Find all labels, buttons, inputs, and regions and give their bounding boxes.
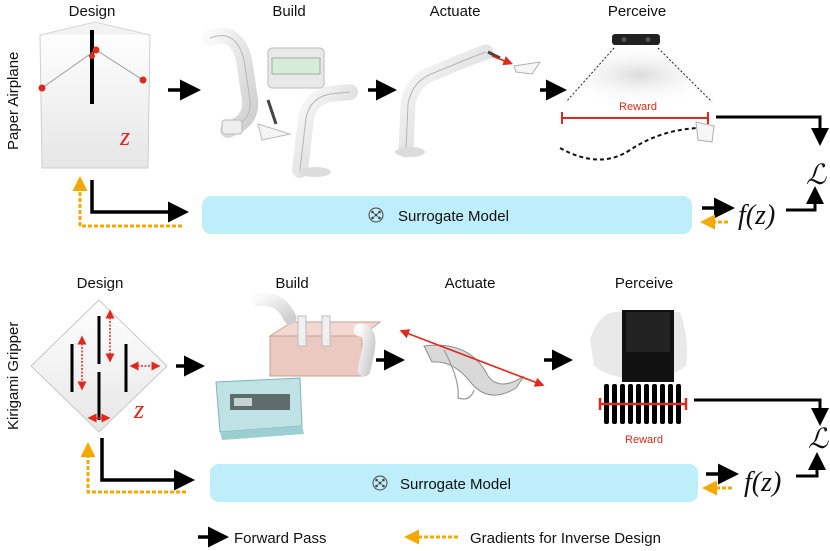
legend: Forward Pass Gradients for Inverse Desig…: [198, 526, 661, 548]
surrogate-model-label: Surrogate Model: [398, 208, 509, 225]
loss-symbol: ℒ: [806, 160, 827, 191]
stage-title-build: Build: [272, 3, 305, 20]
neural-network-icon: [368, 207, 384, 223]
actuate-kirigami-illustration: [399, 329, 545, 400]
loss-symbol: ℒ: [808, 424, 829, 455]
reward-label: Reward: [619, 101, 657, 113]
kirigami-design-sheet: [30, 299, 168, 433]
stage-title-design: Design: [77, 275, 124, 292]
gradient-arrow: [72, 176, 182, 228]
stage-title-design: Design: [69, 3, 116, 20]
reward-label: Reward: [625, 434, 663, 446]
surrogate-output-f-of-z: f(z): [744, 467, 781, 498]
stage-title-perceive: Perceive: [608, 3, 666, 20]
build-cutter-robot-illustration: [215, 292, 382, 440]
forward-arrow: [100, 438, 195, 491]
surrogate-model-label: Surrogate Model: [400, 476, 511, 493]
surrogate-model-box: Surrogate Model: [210, 464, 698, 502]
row-label-paper-airplane: Paper Airplane: [5, 52, 22, 150]
perceive-gripper-image: [590, 310, 688, 424]
forward-arrow: [90, 180, 189, 223]
surrogate-output-f-of-z: f(z): [738, 200, 775, 231]
forward-arrow: [796, 452, 826, 478]
gradient-arrow: [80, 442, 186, 494]
design-variable-z: z: [133, 395, 144, 424]
row-label-kirigami-gripper: Kirigami Gripper: [5, 322, 22, 430]
surrogate-model-box: Surrogate Model: [202, 196, 692, 234]
legend-forward-label: Forward Pass: [234, 530, 327, 547]
build-robots-illustration: [202, 27, 358, 178]
design-variable-z: z: [119, 122, 130, 151]
forward-arrow: [786, 186, 824, 212]
actuate-robot-illustration: [395, 44, 542, 158]
perceive-camera-illustration: [559, 34, 715, 161]
forward-arrow: [694, 398, 829, 426]
legend-gradient-label: Gradients for Inverse Design: [470, 530, 661, 547]
paper-airplane-design-sheet: [38, 21, 151, 169]
stage-title-actuate: Actuate: [430, 3, 481, 20]
forward-arrow: [716, 115, 829, 146]
neural-network-icon: [372, 475, 388, 491]
stage-title-build: Build: [275, 275, 308, 292]
stage-title-actuate: Actuate: [445, 275, 496, 292]
stage-title-perceive: Perceive: [615, 275, 673, 292]
